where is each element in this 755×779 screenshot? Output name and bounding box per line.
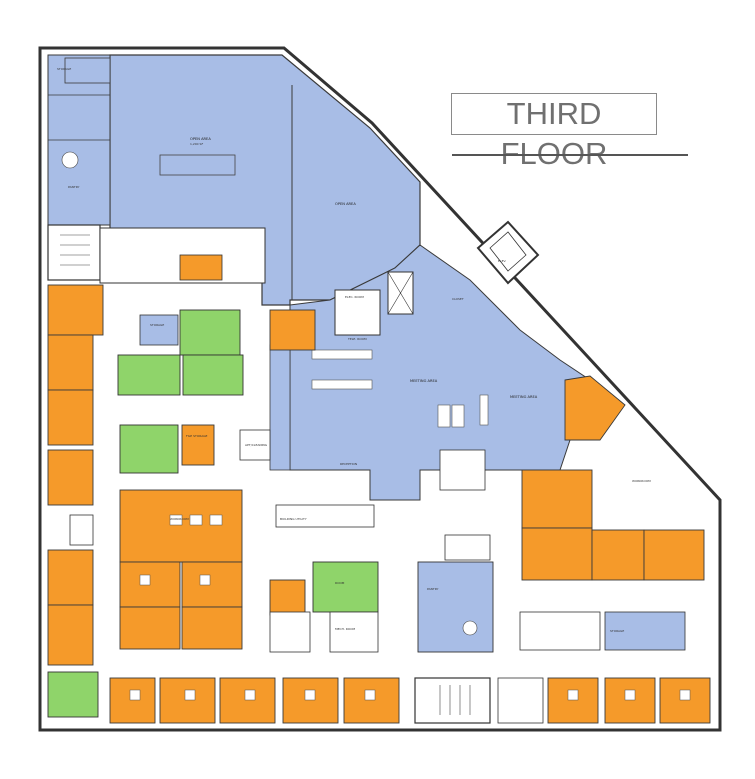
svg-text:STORAGE: STORAGE: [610, 629, 624, 633]
svg-text:ELEC. ROOM: ELEC. ROOM: [345, 295, 364, 299]
svg-text:PANTRY: PANTRY: [427, 587, 439, 591]
office-s6: [547, 677, 599, 724]
stair-south: [414, 677, 491, 724]
office-w3: [47, 389, 94, 446]
office-c5: [269, 579, 306, 616]
room-g1: [179, 309, 241, 356]
office-core: [179, 254, 223, 281]
office-e3: [591, 529, 645, 581]
office-w6: [47, 604, 94, 666]
svg-text:FILE STORAGE: FILE STORAGE: [186, 434, 208, 438]
storage-blue: [139, 314, 179, 346]
title-underline: [452, 154, 688, 156]
svg-text:ROOM: ROOM: [335, 581, 345, 585]
svg-text:TELE. ROOM: TELE. ROOM: [347, 337, 367, 341]
office-w2: [47, 334, 94, 391]
office-e2: [521, 527, 593, 581]
file-storage: [181, 424, 215, 466]
stair-west: [47, 224, 101, 281]
elevator-lobby: [476, 220, 540, 285]
svg-text:CLOSET: CLOSET: [452, 297, 464, 301]
office-c3: [119, 606, 181, 650]
office-e4: [643, 529, 705, 581]
room-sw: [47, 671, 99, 718]
office-w1: [47, 284, 104, 336]
office-w5: [47, 549, 94, 606]
svg-text:MECH. ROOM: MECH. ROOM: [335, 627, 355, 631]
storage-east: [604, 611, 686, 651]
room-g5: [312, 561, 379, 613]
svg-text:RECEPTION: RECEPTION: [340, 462, 357, 466]
room-g2: [117, 354, 181, 396]
office-c4: [181, 606, 243, 650]
svg-text:STORAGE: STORAGE: [150, 323, 164, 327]
office-s7: [604, 677, 656, 724]
room-g3: [182, 354, 244, 396]
svg-text:ELEV.: ELEV.: [498, 259, 506, 263]
room-g4: [119, 424, 179, 474]
svg-text:PANTRY: PANTRY: [68, 185, 80, 189]
office-w4: [47, 449, 94, 506]
svg-text:MEETING AREA: MEETING AREA: [410, 379, 438, 383]
office-s3: [219, 677, 276, 724]
office-s8: [659, 677, 711, 724]
workroom: [119, 489, 243, 563]
office-s4: [282, 677, 339, 724]
office-s2: [159, 677, 216, 724]
svg-text:1,200 SF: 1,200 SF: [190, 142, 203, 146]
svg-text:OPEN AREA: OPEN AREA: [335, 202, 356, 206]
svg-text:WORKROOM: WORKROOM: [170, 517, 189, 521]
svg-text:APT/CLEANING: APT/CLEANING: [245, 443, 268, 447]
label-open-area: OPEN AREA: [190, 137, 211, 141]
elec-room: [334, 289, 381, 336]
office-e1: [521, 469, 593, 529]
svg-text:WORKROOM: WORKROOM: [632, 479, 651, 483]
svg-text:BUILDING UTILITY: BUILDING UTILITY: [280, 517, 307, 521]
office-s5: [343, 677, 400, 724]
office-nw-center: [269, 309, 316, 351]
office-e5: [564, 375, 626, 441]
svg-text:MEETING AREA: MEETING AREA: [510, 395, 538, 399]
svg-text:STORAGE: STORAGE: [57, 67, 71, 71]
floor-title: THIRD FLOOR: [451, 93, 657, 171]
storage-top-left: [64, 57, 111, 84]
office-c2: [181, 561, 243, 608]
office-s1: [109, 677, 156, 724]
pantry-south: [417, 561, 494, 653]
